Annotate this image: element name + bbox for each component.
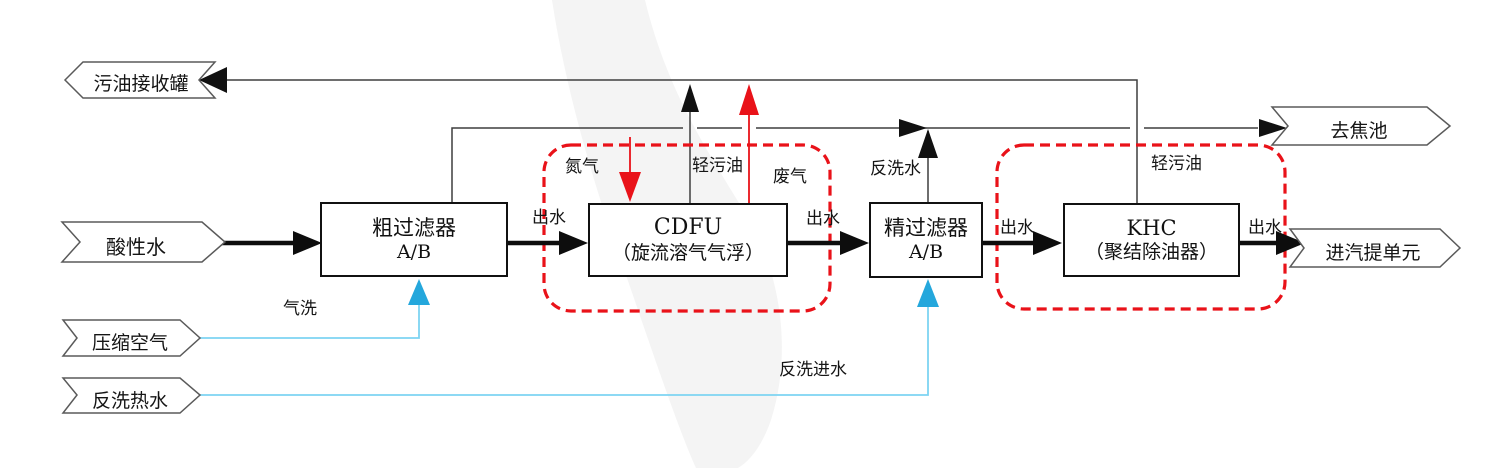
unit-fine-filter-name: 精过滤器 [884, 216, 968, 240]
waste-gas-arrowhead [739, 84, 759, 115]
unit-coarse-filter: 粗过滤器 A/B [320, 202, 508, 277]
label-outlet-water-4: 出水 [1248, 218, 1282, 238]
unit-coarse-filter-tag: A/B [396, 240, 432, 263]
coke-pool-line [451, 127, 1258, 203]
flow-arrowhead-1 [293, 231, 322, 255]
label-nitrogen: 氮气 [565, 157, 599, 177]
unit-cdfu-subtitle: （旋流溶气气浮） [611, 241, 764, 264]
air-wash-arrowhead [408, 279, 430, 305]
unit-khc: KHC （聚结除油器） [1063, 203, 1240, 277]
flow-arrowhead-2 [559, 231, 588, 255]
nitrogen-arrowhead [619, 172, 641, 202]
banner-stripping-unit [1288, 228, 1462, 268]
backwash-inlet-arrowhead [917, 279, 939, 307]
light-oil-header-line [227, 79, 1138, 203]
arrowhead-to-coke-pool [1259, 119, 1287, 137]
cdfu-package-boundary [542, 143, 832, 313]
label-acid-water: 酸性水 [106, 235, 166, 259]
backwash-inlet-line [200, 307, 929, 396]
khc-package-boundary [995, 143, 1287, 311]
unit-khc-subtitle: （聚结除油器） [1084, 241, 1218, 264]
label-waste-gas: 废气 [773, 167, 807, 187]
flow-arrowhead-5 [1276, 231, 1305, 255]
unit-cdfu-name: CDFU [653, 215, 723, 241]
label-backwash-water: 反洗水 [870, 159, 921, 179]
banner-backwash-hot-water [61, 377, 202, 414]
label-compressed-air: 压缩空气 [91, 332, 168, 354]
coke-pool-line-mid-arrowhead [899, 119, 927, 137]
banner-acid-water [60, 221, 227, 263]
label-light-oil-khc: 轻污油 [1151, 154, 1202, 174]
label-air-wash: 气洗 [283, 299, 317, 319]
flow-arrowhead-3 [840, 231, 869, 255]
unit-fine-filter-tag: A/B [908, 241, 944, 264]
unit-fine-filter: 精过滤器 A/B [869, 202, 983, 278]
label-backwash-inlet-water: 反洗进水 [779, 360, 847, 380]
air-wash-line [200, 302, 420, 339]
unit-coarse-filter-name: 粗过滤器 [372, 215, 456, 240]
label-light-oil-cdfu: 轻污油 [692, 156, 743, 176]
label-oil-tank: 污油接收罐 [93, 73, 189, 95]
cdfu-light-oil-arrowhead [681, 84, 699, 112]
label-outlet-water-3: 出水 [1000, 218, 1034, 238]
label-coke-pool: 去焦池 [1330, 120, 1388, 142]
backwash-water-arrowhead [918, 129, 938, 158]
banner-compressed-air [61, 319, 202, 357]
flow-arrowhead-4 [1033, 231, 1062, 255]
banner-coke-pool [1270, 106, 1452, 146]
unit-cdfu: CDFU （旋流溶气气浮） [588, 203, 788, 277]
label-stripping-unit: 进汽提单元 [1325, 242, 1421, 264]
unit-khc-name: KHC [1126, 216, 1177, 240]
label-outlet-water-2: 出水 [806, 209, 840, 229]
label-backwash-hot-water: 反洗热水 [91, 390, 168, 412]
label-outlet-water-1: 出水 [532, 208, 566, 228]
arrowhead-to-oil-tank [199, 67, 227, 93]
banner-oil-tank [63, 61, 217, 99]
